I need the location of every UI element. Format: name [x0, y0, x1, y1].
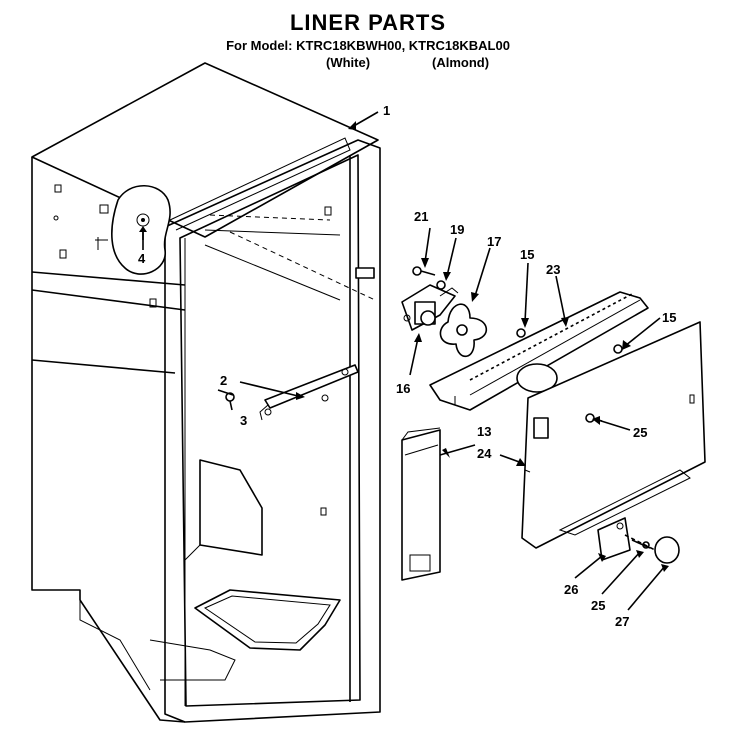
callout-23: 23	[546, 262, 560, 277]
cabinet-shell	[31, 62, 379, 723]
part-27-knob	[624, 534, 680, 564]
color-almond-label: (Almond)	[432, 55, 490, 70]
page-title: LINER PARTS	[289, 10, 447, 35]
part-26-plate	[597, 517, 631, 561]
part-25-screw-lower	[631, 539, 651, 549]
callout-16: 16	[396, 381, 410, 396]
part-13-duct	[401, 427, 476, 581]
callout-19: 19	[450, 222, 464, 237]
liner-flange	[149, 137, 381, 723]
part-4-detail	[111, 185, 171, 275]
callout-27: 27	[615, 614, 629, 629]
part-15-screws	[516, 328, 623, 354]
part-3-screw	[217, 389, 235, 411]
leader-lines	[142, 111, 669, 611]
callout-13: 13	[477, 424, 491, 439]
callout-26: 26	[564, 582, 578, 597]
part-2-bracket	[239, 364, 359, 421]
part-23-duct	[429, 291, 649, 411]
fan-motor-assembly	[401, 266, 488, 358]
callout-2: 2	[220, 373, 227, 388]
callout-15-upper: 15	[520, 247, 534, 262]
callout-17: 17	[487, 234, 501, 249]
callout-25-upper: 25	[633, 425, 647, 440]
callout-3: 3	[240, 413, 247, 428]
model-numbers: For Model: KTRC18KBWH00, KTRC18KBAL00	[226, 38, 510, 53]
part-24-cover	[521, 321, 706, 549]
callout-1: 1	[383, 103, 390, 118]
color-white-label: (White)	[326, 55, 371, 70]
callout-24: 24	[477, 446, 492, 461]
callout-21: 21	[414, 209, 428, 224]
callout-4: 4	[138, 251, 146, 266]
callout-25-lower: 25	[591, 598, 605, 613]
callout-15-right: 15	[662, 310, 676, 325]
